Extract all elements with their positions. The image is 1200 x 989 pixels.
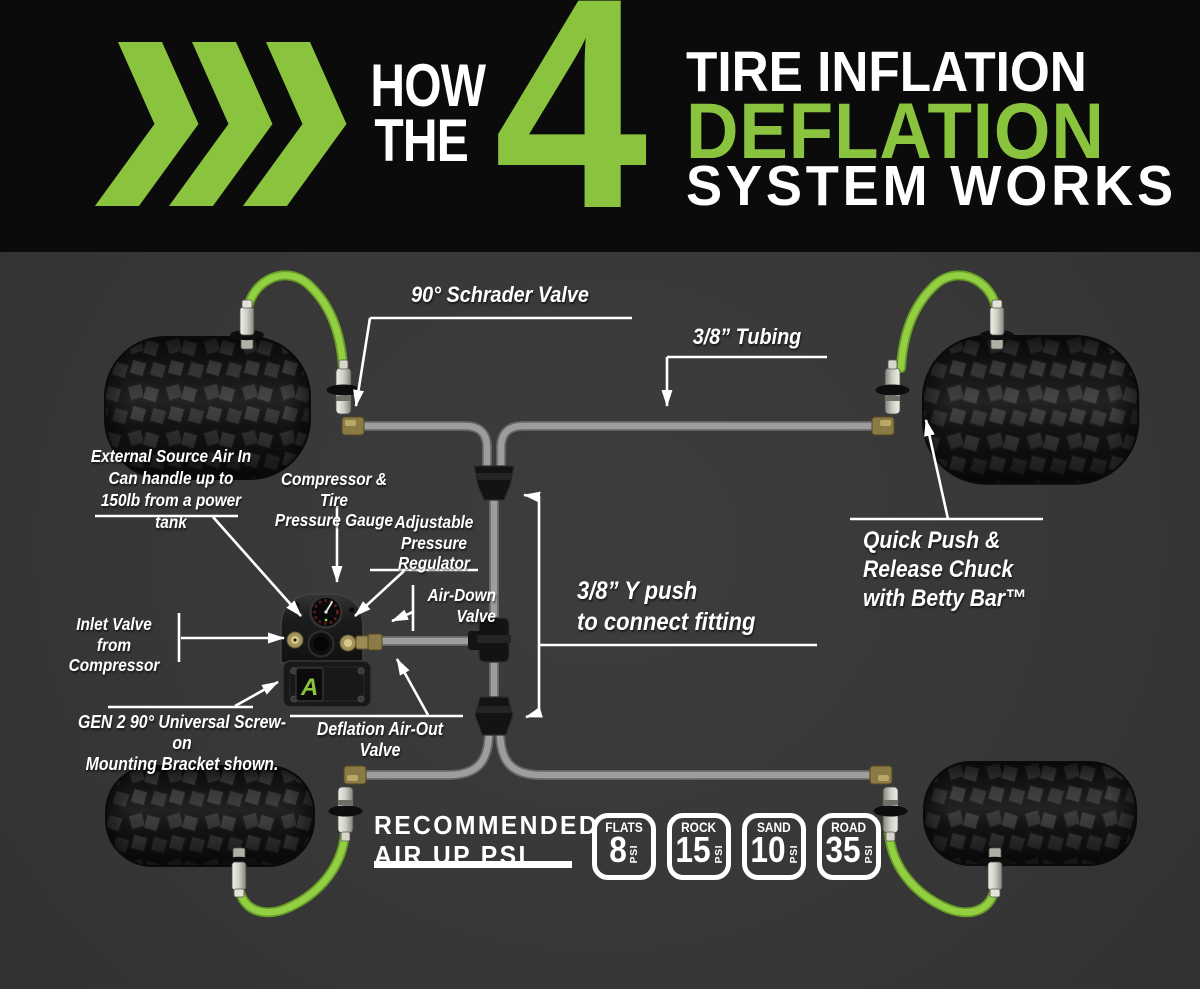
psi-badge-rock: ROCK 15 PSI [667, 813, 731, 880]
header-banner: HOW THE 4 TIRE INFLATION DEFLATION SYSTE… [0, 0, 1200, 271]
label-pressure-regulator: Adjustable Pressure Regulator [394, 512, 474, 574]
header-kicker: HOW THE [370, 52, 486, 175]
label-external-source: External Source Air In Can handle up to … [90, 446, 252, 532]
psi-badges: FLATS 8 PSI ROCK 15 PSI SAND 10 PSI ROAD… [592, 813, 881, 880]
label-deflation-valve: Deflation Air-Out Valve [316, 719, 444, 761]
tube-front-left [352, 422, 491, 470]
tire-front-right [921, 334, 1140, 485]
label-inlet-valve: Inlet Valve from Compressor [68, 614, 160, 676]
inlet-port [286, 631, 304, 649]
title-deflation: DEFLATION [686, 86, 1105, 175]
green-hoses [234, 270, 1002, 918]
y-fitting-top [473, 465, 515, 501]
tube-rear-left [354, 730, 493, 779]
pressure-gauge-icon [309, 595, 343, 629]
brand-logo-glyph: A [300, 674, 318, 701]
mounting-bracket: A [282, 660, 372, 708]
label-quick-chuck: Quick Push & Release Chuck with Betty Ba… [863, 527, 1027, 612]
title-tire-inflation: TIRE INFLATION [686, 40, 1087, 104]
label-pressure-gauge: Compressor & Tire Pressure Gauge [274, 469, 394, 531]
brand-logo-icon [295, 667, 324, 702]
psi-badge-sand: SAND 10 PSI [742, 813, 806, 880]
fittings [468, 465, 515, 736]
label-gen2-bracket: GEN 2 90° Universal Screw-on Mounting Br… [78, 712, 286, 775]
psi-badge-flats: FLATS 8 PSI [592, 813, 656, 880]
tire-rear-left [105, 765, 315, 867]
psi-badge-road: ROAD 35 PSI [817, 813, 881, 880]
header-titles: TIRE INFLATION DEFLATION SYSTEM WORKS [686, 44, 1200, 215]
y-fitting-bottom [474, 696, 514, 736]
label-schrader-valve: 90° Schrader Valve [411, 282, 589, 307]
recommended-underline [374, 861, 572, 868]
label-tubing: 3/8” Tubing [692, 324, 802, 349]
kicker-line2: THE [374, 107, 468, 175]
fitting-rear-left [328, 765, 367, 842]
kicker-line1: HOW [370, 52, 486, 119]
title-system-works: SYSTEM WORKS [686, 154, 1177, 218]
label-air-down-valve: Air-Down Valve [427, 585, 496, 626]
tube-front-right [497, 422, 884, 470]
air-tubing [352, 421, 884, 780]
tube-rear-right [496, 730, 882, 779]
tire-rear-right [922, 760, 1138, 867]
triple-chevron-icon [94, 42, 347, 206]
compressor-manifold: A [280, 593, 383, 708]
callout-lines [95, 316, 1043, 719]
air-down-port [339, 633, 383, 652]
big-number-4: 4 [494, 0, 648, 271]
label-y-fitting: 3/8” Y push to connect fitting [577, 577, 756, 636]
